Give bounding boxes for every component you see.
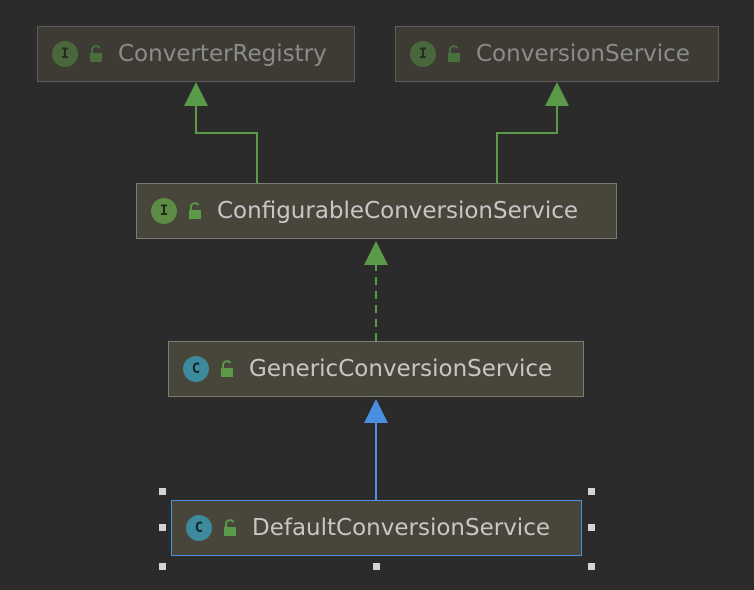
node-label: ConverterRegistry [118, 41, 327, 67]
node-configurable-conversion-service[interactable]: I ConfigurableConversionService [136, 183, 617, 239]
edge-generic-to-configurable [364, 241, 388, 341]
node-label: DefaultConversionService [252, 515, 550, 541]
edge-configurable-to-conversion-service [496, 82, 569, 183]
interface-icon: I [410, 41, 436, 67]
edge-configurable-to-converter-registry [184, 82, 258, 183]
unlocked-icon [448, 45, 460, 62]
resize-handle-top-right[interactable] [588, 488, 595, 495]
unlocked-icon [90, 45, 102, 62]
resize-handle-bottom-right[interactable] [588, 563, 595, 570]
edge-default-to-generic [364, 399, 388, 500]
class-icon: C [186, 515, 212, 541]
resize-handle-middle-right[interactable] [588, 524, 595, 531]
unlocked-icon [189, 202, 201, 219]
resize-handle-middle-left[interactable] [159, 524, 166, 531]
node-generic-conversion-service[interactable]: C GenericConversionService [168, 341, 584, 397]
node-converter-registry[interactable]: I ConverterRegistry [37, 26, 355, 82]
node-label: ConfigurableConversionService [217, 198, 579, 224]
node-default-conversion-service[interactable]: C DefaultConversionService [171, 500, 582, 556]
unlocked-icon [224, 519, 236, 536]
interface-icon: I [52, 41, 78, 67]
unlocked-icon [221, 360, 233, 377]
resize-handle-top-left[interactable] [159, 488, 166, 495]
node-label: ConversionService [476, 41, 690, 67]
class-icon: C [183, 356, 209, 382]
resize-handle-bottom-center[interactable] [373, 563, 380, 570]
resize-handle-bottom-left[interactable] [159, 563, 166, 570]
node-conversion-service[interactable]: I ConversionService [395, 26, 719, 82]
node-label: GenericConversionService [249, 356, 553, 382]
interface-icon: I [151, 198, 177, 224]
